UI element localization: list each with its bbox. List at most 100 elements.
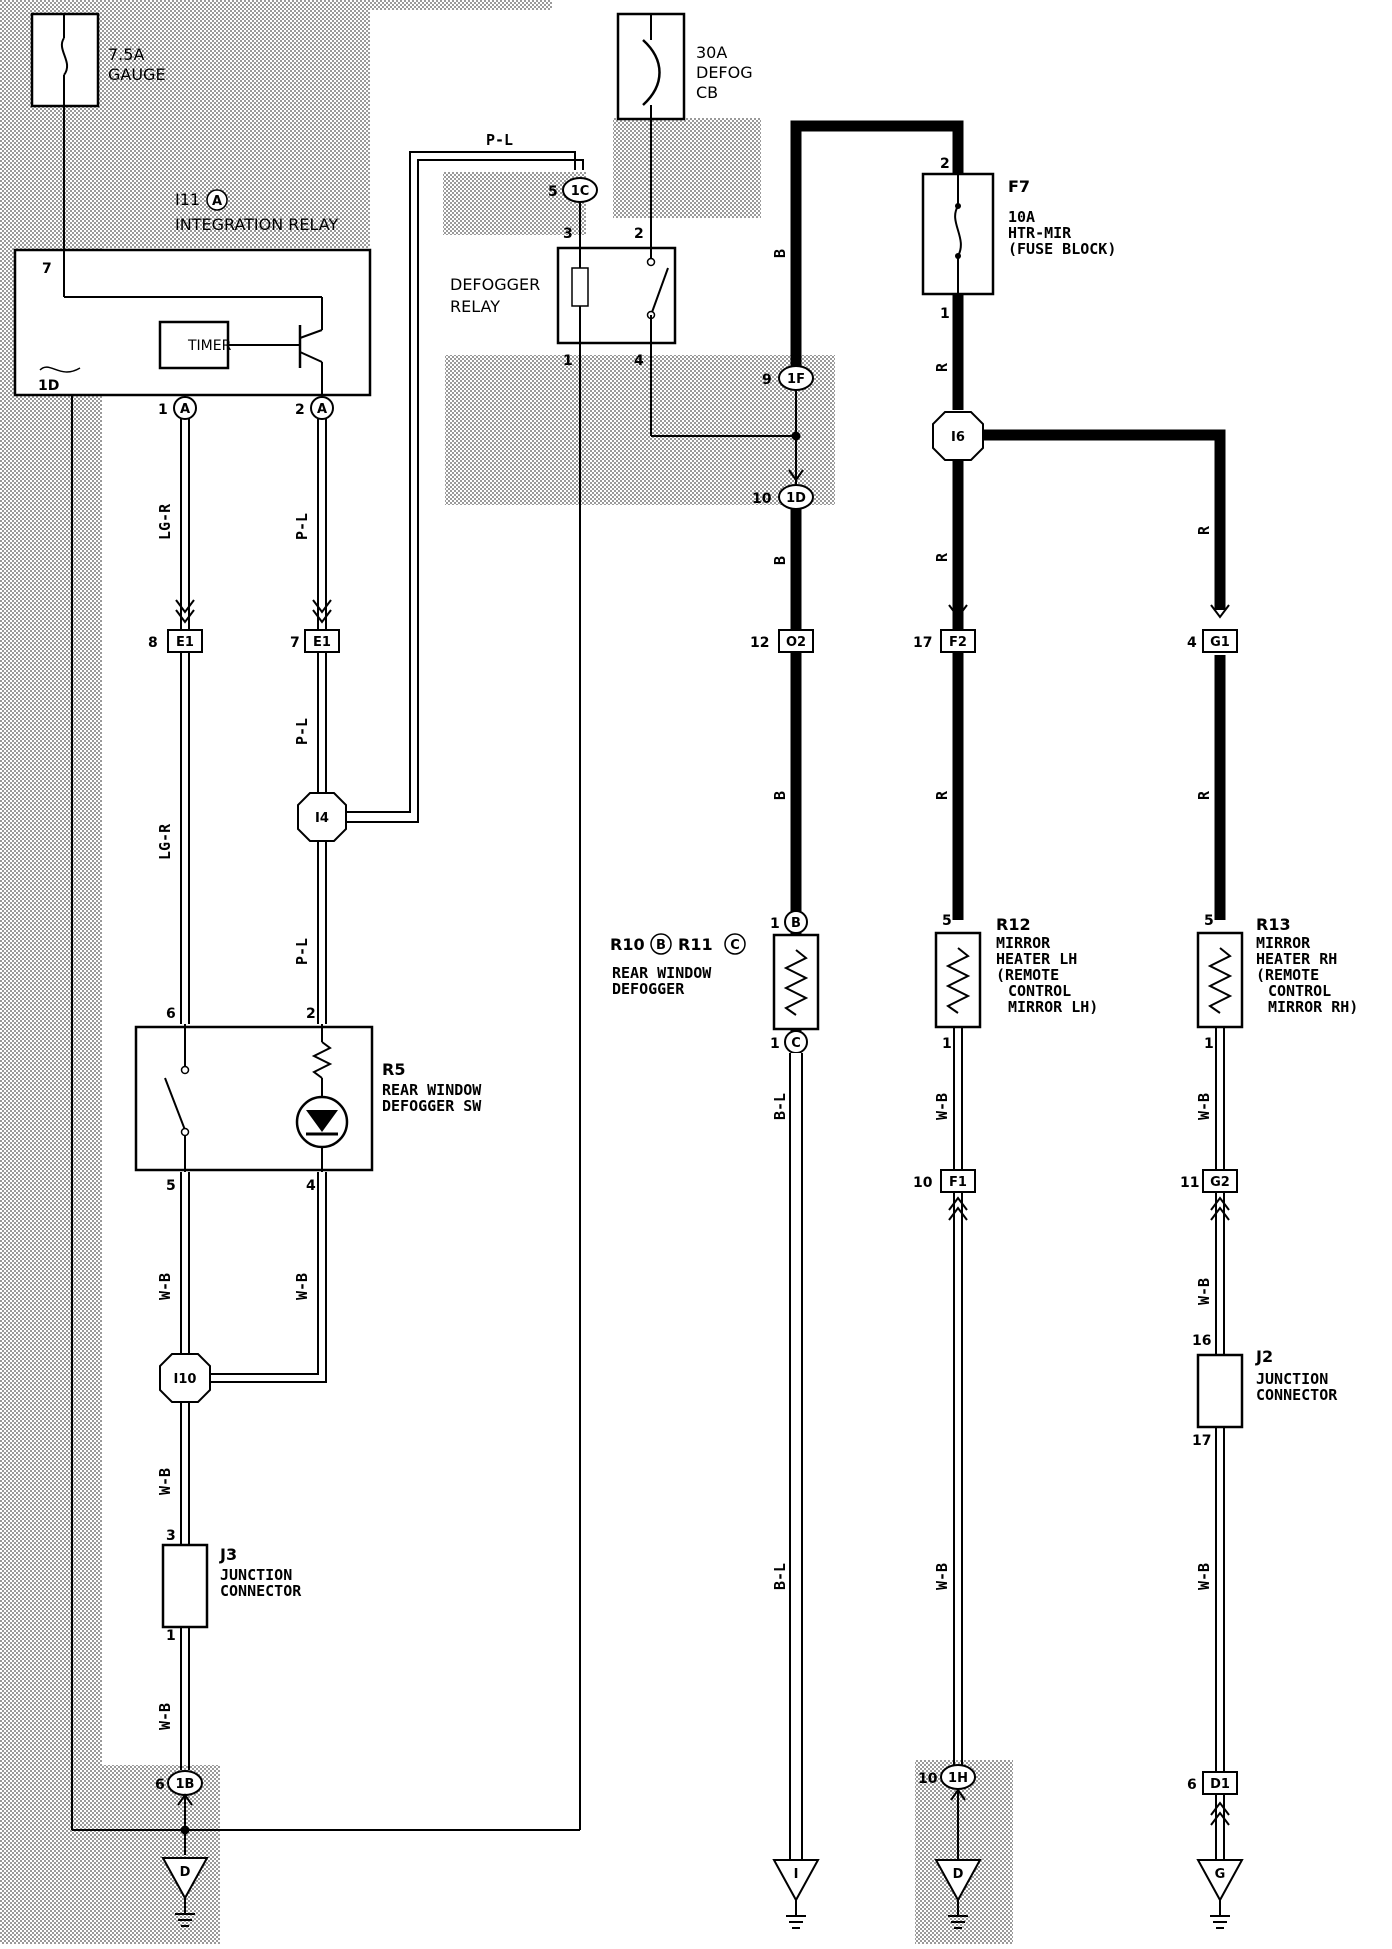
svg-text:O2: O2 [786, 635, 806, 650]
connector-f2: F2 [940, 629, 976, 653]
wire-label: R [1195, 790, 1213, 800]
svg-text:I: I [794, 1867, 799, 1882]
defogger-relay-name-2: RELAY [450, 297, 500, 316]
htr-mir-fuse [921, 172, 995, 296]
pin-label: 1 [563, 353, 573, 369]
wire-label: R [933, 552, 951, 562]
svg-text:F1: F1 [949, 1175, 967, 1190]
defog-cb-name: DEFOG [696, 63, 753, 82]
mirror-lh-name-2: HEATER LH [996, 950, 1077, 968]
integration-relay [13, 106, 372, 1830]
wire-label: R [1195, 525, 1213, 535]
gauge-fuse-name: GAUGE [108, 65, 166, 84]
svg-text:D1: D1 [1210, 1777, 1230, 1792]
pin-label: 2 [940, 156, 950, 172]
pin-label: 6 [166, 1006, 176, 1022]
wire-label: B [771, 249, 789, 258]
relay-pin-a-2: A [310, 396, 334, 420]
junction-connector-j2 [1196, 1353, 1244, 1429]
gauge-fuse-rating: 7.5A [108, 45, 144, 64]
svg-text:A: A [212, 194, 222, 209]
pin-label: 10 [918, 1771, 938, 1787]
pin-label: 16 [1192, 1333, 1211, 1349]
pin-label: 12 [750, 635, 769, 651]
connector-o2: O2 [778, 629, 814, 653]
ground-d-mid-wiring [950, 1788, 966, 1860]
pin-label: 1 [770, 916, 780, 932]
connector-e1-8: E1 [167, 629, 203, 653]
junction-i4: I4 [297, 792, 347, 842]
connector-1c: 1C [562, 177, 598, 203]
gauge-fuse [30, 12, 100, 108]
relay-pin-a-1: A [173, 396, 197, 420]
wire-label: W-B [933, 1093, 951, 1120]
defog-circuit-breaker [616, 12, 686, 121]
pin-label: 5 [1204, 913, 1214, 929]
defogger-switch-name-2: DEFOGGER SW [382, 1097, 482, 1115]
pin-label: 6 [155, 1777, 165, 1793]
rear-defogger-name-2: DEFOGGER [612, 980, 685, 998]
svg-text:C: C [791, 1036, 801, 1051]
pin-label: 2 [634, 226, 644, 242]
wire-b-l [789, 1053, 803, 1860]
integration-relay-code: I11 [175, 190, 200, 209]
pin-label: 2 [306, 1006, 316, 1022]
wire-p-l-to-defogger-relay [345, 151, 584, 823]
wire-label: B-L [771, 1093, 789, 1120]
pin-label: 1D [38, 378, 59, 394]
j3-code: J3 [219, 1545, 237, 1564]
pin-label: 17 [913, 635, 932, 651]
pin-label: 11 [1180, 1175, 1199, 1191]
wire-label: P-L [293, 513, 311, 540]
connector-g2: G2 [1202, 1169, 1238, 1193]
j2-code: J2 [1255, 1347, 1273, 1366]
connector-1b: 1B [167, 1770, 203, 1796]
j3-name-1: JUNCTION [220, 1566, 292, 1584]
wire-label: W-B [156, 1703, 174, 1730]
pin-label: 5 [942, 913, 952, 929]
pin-label: 8 [148, 635, 158, 651]
j2-name-2: CONNECTOR [1256, 1386, 1338, 1404]
pin-label: 5 [548, 184, 558, 200]
mirror-heater-rh [1196, 931, 1244, 1029]
pin-label: 3 [563, 226, 573, 242]
pin-label: 1 [770, 1036, 780, 1052]
wire-r-main [952, 294, 1226, 920]
pin-label: 4 [634, 353, 644, 369]
svg-text:F2: F2 [949, 635, 967, 650]
svg-text:I6: I6 [951, 430, 965, 445]
pin-label: 17 [1192, 1433, 1211, 1449]
svg-text:1D: 1D [786, 491, 806, 506]
svg-text:A: A [180, 402, 190, 417]
defogger-switch-code: R5 [382, 1060, 405, 1079]
wire-label: P-L [486, 131, 513, 149]
pin-label: 9 [762, 372, 772, 388]
wire-label: W-B [156, 1273, 174, 1300]
integration-relay-name: INTEGRATION RELAY [175, 215, 338, 234]
mirror-lh-name-3: (REMOTE [996, 966, 1059, 984]
wire-label: W-B [156, 1468, 174, 1495]
defog-cb-rating: 30A [696, 43, 727, 62]
svg-text:D: D [180, 1865, 191, 1880]
defogger-switch-name-1: REAR WINDOW [382, 1081, 482, 1099]
defogger-relay [556, 119, 796, 1830]
connector-f1: F1 [940, 1169, 976, 1193]
wire-label: W-B [1195, 1278, 1213, 1305]
svg-text:B: B [656, 938, 666, 953]
wire-label: W-B [1195, 1093, 1213, 1120]
wire-label: B [771, 556, 789, 565]
wire-label: B [771, 791, 789, 800]
pin-label: 2 [295, 402, 305, 418]
wire-w-b-mirrors [948, 1027, 1230, 1772]
connector-1d: 1D [778, 484, 814, 510]
mirror-rh-name-5: MIRROR RH) [1268, 998, 1358, 1016]
svg-text:G1: G1 [1210, 635, 1230, 650]
pin-label: 10 [913, 1175, 933, 1191]
mirror-rh-code: R13 [1256, 915, 1291, 934]
integration-relay-timer: TIMER [187, 338, 232, 354]
svg-text:R10: R10 [610, 935, 645, 954]
wire-p-l-left [312, 419, 332, 1024]
svg-text:I10: I10 [174, 1372, 197, 1387]
pin-label: 10 [752, 491, 772, 507]
